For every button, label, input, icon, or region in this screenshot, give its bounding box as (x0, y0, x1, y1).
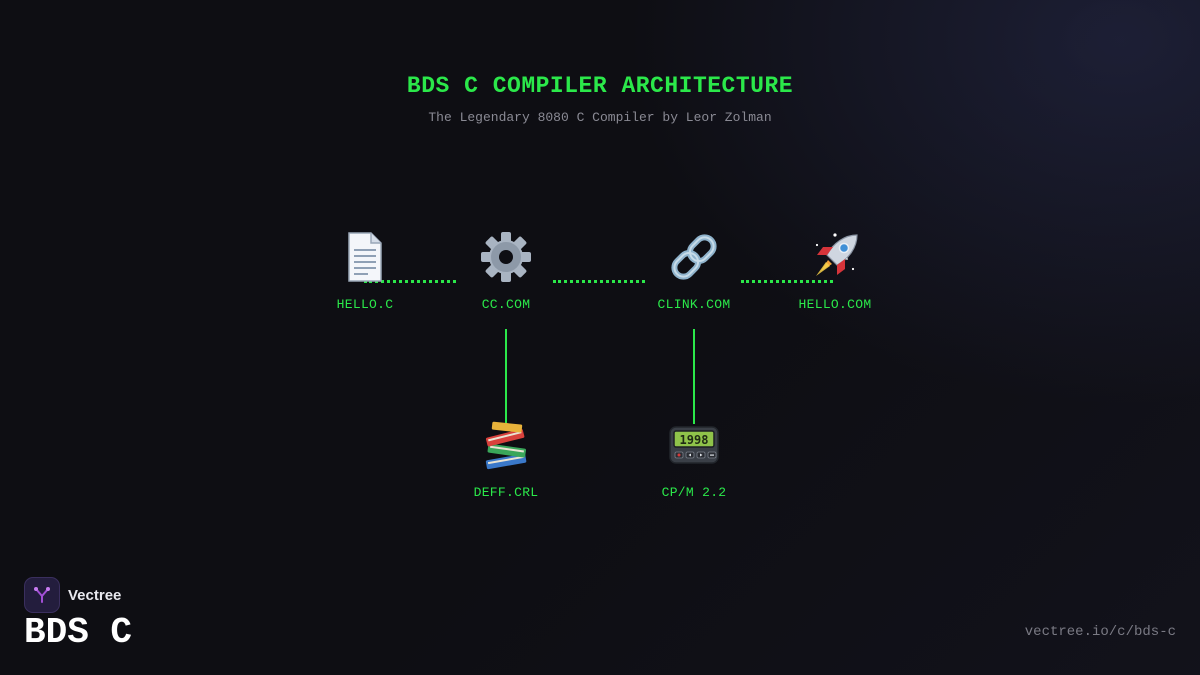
vectree-logo-icon (24, 577, 60, 613)
node-deff-crl: DEFF.CRL (446, 417, 566, 500)
tree-branch-icon (34, 587, 50, 603)
link-icon (671, 234, 717, 280)
document-icon (348, 232, 382, 282)
edge-clink-com-to-hello-com (741, 280, 833, 283)
brand-name: Vectree (68, 586, 122, 604)
node-label: HELLO.COM (798, 297, 872, 312)
page-title: BDS C COMPILER ARCHITECTURE (406, 73, 794, 99)
product-title: BDS C (24, 612, 133, 653)
node-label: CC.COM (481, 297, 531, 312)
node-cpm: 1998 CP/M 2.2 (634, 417, 754, 500)
node-label: CP/M 2.2 (661, 485, 727, 500)
rocket-icon (815, 233, 858, 276)
node-hello-c: HELLO.C (305, 229, 425, 312)
source-url[interactable]: vectree.io/c/bds-c (1024, 624, 1176, 640)
brand: Vectree (24, 577, 121, 613)
edge-clink-com-to-cpm (693, 329, 695, 424)
books-icon (485, 421, 527, 470)
node-label: CLINK.COM (657, 297, 731, 312)
node-cc-com: CC.COM (446, 229, 566, 312)
edge-cc-com-to-deff-crl (505, 329, 507, 424)
edge-cc-com-to-clink-com (553, 280, 645, 283)
edge-hello-c-to-cc-com (364, 280, 456, 283)
node-label: HELLO.C (336, 297, 394, 312)
pager-icon: 1998 (669, 426, 719, 464)
node-label: DEFF.CRL (473, 485, 539, 500)
page-subtitle: The Legendary 8080 C Compiler by Leor Zo… (428, 110, 772, 125)
node-hello-com: HELLO.COM (775, 229, 895, 312)
svg-text:1998: 1998 (680, 433, 709, 447)
node-clink-com: CLINK.COM (634, 229, 754, 312)
gear-icon (481, 232, 531, 282)
